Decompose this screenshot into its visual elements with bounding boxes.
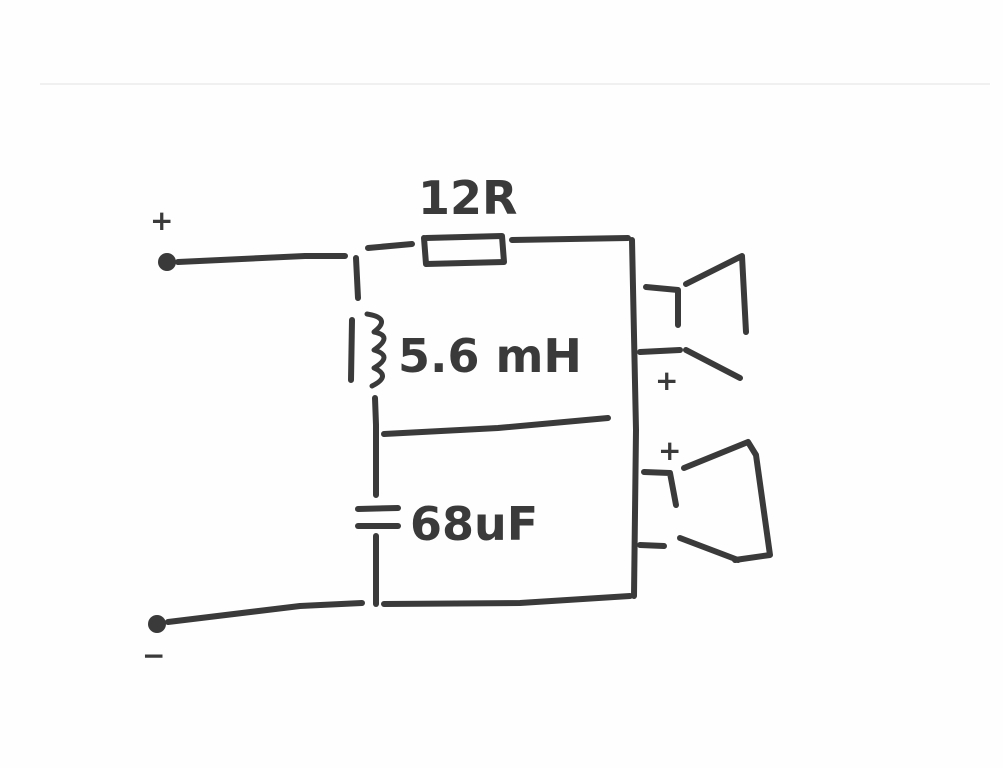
inductor-coil xyxy=(364,311,387,389)
wire-to-resistor xyxy=(365,241,415,251)
positive-terminal: + xyxy=(150,204,176,271)
wire-from-resistor xyxy=(509,235,631,243)
negative-terminal: − xyxy=(142,615,166,672)
inductor: 5.6 mH xyxy=(348,311,582,389)
resistor-body xyxy=(421,233,507,267)
resistor: 12R xyxy=(418,171,517,267)
lower-speaker-cone-top xyxy=(681,439,773,563)
capacitor-plate-top xyxy=(355,505,401,512)
lower-speaker-cone-bottom xyxy=(677,535,741,563)
right-rail xyxy=(629,237,639,599)
lower-speaker-polarity: + xyxy=(658,434,681,467)
inductor-label: 5.6 mH xyxy=(398,329,582,383)
wire-inductor-to-capacitor xyxy=(372,395,379,498)
upper-speaker-cone-top xyxy=(683,253,749,335)
upper-speaker-cone-bottom xyxy=(683,347,743,381)
wire-negative-in xyxy=(165,600,365,625)
positive-sign: + xyxy=(150,204,173,237)
wire-junction-to-inductor xyxy=(353,255,361,301)
wire-positive-in xyxy=(175,253,348,265)
resistor-label: 12R xyxy=(418,171,517,225)
negative-sign: − xyxy=(142,639,165,672)
capacitor-label: 68uF xyxy=(410,497,538,551)
wires xyxy=(165,235,639,625)
lower-speaker-magnet-top xyxy=(641,469,679,508)
negative-terminal-dot xyxy=(148,615,166,633)
capacitor: 68uF xyxy=(355,497,538,551)
upper-speaker: + xyxy=(637,253,749,397)
upper-speaker-terminal xyxy=(637,347,683,355)
upper-speaker-magnet-top xyxy=(643,284,681,328)
inductor-core-line xyxy=(348,317,355,383)
positive-terminal-dot xyxy=(158,253,176,271)
lower-speaker: + xyxy=(637,434,773,563)
wire-middle xyxy=(381,415,611,437)
upper-speaker-polarity: + xyxy=(655,364,678,397)
wire-bottom-rail xyxy=(381,593,633,607)
lower-speaker-terminal xyxy=(637,542,667,549)
